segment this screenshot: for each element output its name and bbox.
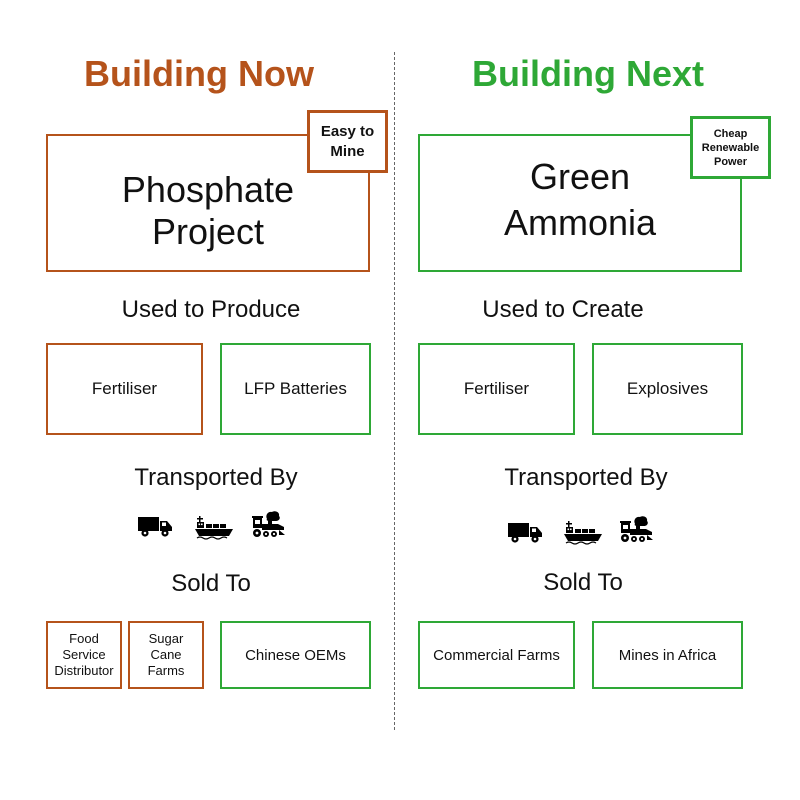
product-lfp-batteries: LFP Batteries — [220, 343, 371, 435]
main-line-2: Ammonia — [503, 202, 657, 243]
transported-by-heading-right: Transported By — [504, 464, 668, 491]
transported-by-heading-left: Transported By — [134, 464, 298, 491]
main-line-1: Green — [529, 156, 631, 197]
product-explosives: Explosives — [592, 343, 743, 435]
buyer-sugar-cane-farms: Sugar Cane Farms — [128, 621, 204, 689]
buyer-mines-in-africa: Mines in Africa — [592, 621, 743, 689]
badge-line-1: Cheap — [713, 127, 748, 140]
buyer-chinese-oems: Chinese OEMs — [220, 621, 371, 689]
badge-line-2: Renewable — [701, 141, 760, 154]
train-icon — [619, 515, 655, 545]
badge-line-1: Easy to — [320, 122, 375, 140]
green-ammonia-box: Green Ammonia — [418, 134, 742, 272]
main-line-1: Phosphate — [121, 169, 295, 210]
right-title: Building Next — [472, 53, 704, 94]
sold-to-heading-left: Sold To — [171, 570, 251, 597]
badge-line-2: Mine — [330, 142, 365, 160]
used-to-produce-heading: Used to Produce — [121, 296, 301, 323]
truck-icon — [507, 520, 543, 544]
buyer-line: Food — [69, 631, 99, 646]
main-line-2: Project — [151, 211, 265, 252]
cargo-ship-icon — [563, 519, 603, 545]
product-fertiliser: Fertiliser — [46, 343, 203, 435]
buyer-line: Sugar — [148, 631, 184, 646]
dashed-divider — [394, 52, 395, 730]
used-to-create-heading: Used to Create — [482, 296, 644, 323]
left-title: Building Now — [84, 53, 314, 94]
buyer-food-service-distributor: Food Service Distributor — [46, 621, 122, 689]
sold-to-heading-right: Sold To — [543, 569, 623, 596]
buyer-line: Cane — [150, 647, 182, 662]
buyer-line: Chinese OEMs — [245, 646, 346, 664]
buyer-line: Service — [62, 647, 106, 662]
train-icon — [251, 510, 287, 540]
product-fertiliser-right: Fertiliser — [418, 343, 575, 435]
buyer-line: Distributor — [54, 663, 114, 678]
cheap-renewable-power-badge: Cheap Renewable Power — [690, 116, 771, 179]
truck-icon — [137, 514, 173, 538]
easy-to-mine-badge: Easy to Mine — [307, 110, 388, 173]
badge-line-3: Power — [713, 155, 747, 168]
cargo-ship-icon — [194, 514, 234, 540]
buyer-commercial-farms: Commercial Farms — [418, 621, 575, 689]
buyer-line: Farms — [147, 663, 185, 678]
